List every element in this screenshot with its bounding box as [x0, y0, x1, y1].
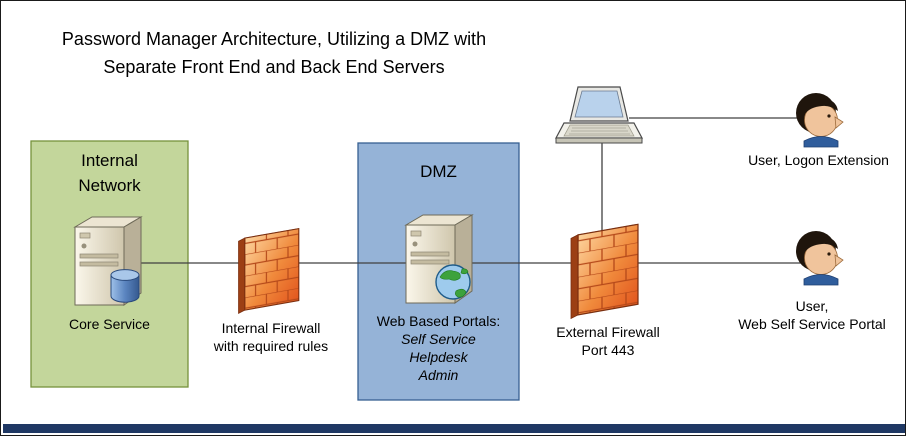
core-service-label: Core Service: [69, 316, 150, 332]
external-firewall-label: External Firewall Port 443: [533, 323, 683, 359]
dmz-label: DMZ: [420, 162, 457, 181]
internal-firewall-label: Internal Firewall with required rules: [196, 319, 346, 355]
external-firewall-label-line2: Port 443: [581, 342, 635, 358]
internal-network-label: Internal Network: [31, 148, 188, 198]
user-web-label: User, Web Self Service Portal: [717, 297, 905, 333]
internal-firewall-label-line1: Internal Firewall: [221, 320, 321, 336]
internal-network-label-line1: Internal: [81, 151, 138, 170]
web-portals-label: Web Based Portals: Self Service Helpdesk…: [358, 312, 519, 384]
user-web-label-line2: Web Self Service Portal: [738, 316, 886, 332]
internal-firewall-label-line2: with required rules: [213, 338, 329, 354]
web-portal-server-icon: [404, 214, 474, 304]
internal-firewall-icon: [238, 227, 300, 314]
laptop-icon: [555, 86, 643, 144]
web-portals-heading: Web Based Portals:: [376, 313, 501, 329]
user-logon-icon: [796, 93, 844, 148]
external-firewall-icon: [570, 223, 639, 320]
web-portal-item-admin: Admin: [418, 367, 459, 383]
internal-network-label-line2: Network: [78, 176, 141, 195]
web-portal-item-helpdesk: Helpdesk: [409, 349, 468, 365]
user-web-label-line1: User,: [795, 298, 829, 314]
user-logon-label: User, Logon Extension: [748, 152, 889, 168]
web-portal-item-self-service: Self Service: [401, 331, 476, 347]
diagram-title-line1: Password Manager Architecture, Utilizing…: [61, 29, 487, 49]
database-cylinder-icon: [110, 269, 140, 303]
external-firewall-label-line1: External Firewall: [556, 324, 660, 340]
diagram-title-line2: Separate Front End and Back End Servers: [103, 57, 445, 77]
diagram-title: Password Manager Architecture, Utilizing…: [29, 25, 519, 81]
user-web-icon: [796, 231, 844, 286]
globe-icon: [435, 264, 471, 300]
core-service-server-icon: [73, 216, 143, 306]
bottom-accent-bar: [3, 424, 905, 433]
